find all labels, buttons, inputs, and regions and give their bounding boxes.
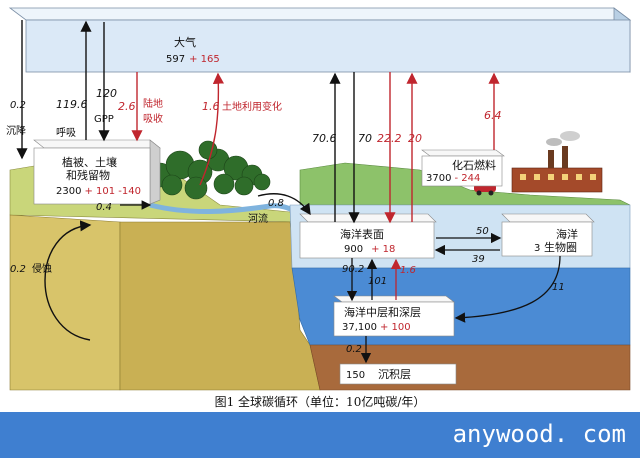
land-sink-value: 2.6 [118, 100, 136, 113]
ocean-uptake-in-value: 22.2 [377, 132, 402, 145]
weathering-arrow [44, 220, 92, 341]
deep-ocean-stock: 37,100+ 100 [342, 322, 411, 333]
upwelling-value: 101 [368, 276, 387, 287]
biota-sink-value: 11 [552, 282, 565, 293]
ocean-in-value: 70 [358, 132, 372, 145]
land-cross-section [119, 221, 321, 391]
ocean-surface-stock: 900+ 18 [344, 244, 395, 255]
marine-biota-box [501, 213, 595, 257]
deep-ocean-label: 海洋中层和深层 [344, 305, 421, 319]
fossil-label: 化石燃料 [452, 158, 496, 172]
vegetation-icon [147, 140, 271, 200]
watermark-bar: anywood. com [0, 412, 640, 458]
biota-sink-arrow [454, 255, 561, 323]
weathering-value: 0.2 [10, 264, 26, 275]
atmosphere-label: 大气 [174, 35, 196, 49]
sediment-box [339, 363, 457, 385]
ocean-out-value: 70.6 [312, 132, 337, 145]
sedimentation-value: 0.2 [346, 344, 362, 355]
land-label-line2: 和残留物 [66, 168, 110, 182]
gpp-label: GPP [94, 114, 114, 125]
weathering-label: 侵蚀 [32, 262, 52, 275]
respiration-value: 119.6 [56, 98, 88, 111]
ocean-surface-box [299, 213, 437, 259]
fossil-reservoir-box [421, 149, 505, 187]
deposition-label: 沉降 [6, 124, 26, 137]
sediment-stock: 150 [346, 370, 365, 381]
land-front-face [9, 214, 121, 391]
land-reservoir-box [33, 139, 161, 205]
land-sink-label-1: 陆地 [143, 97, 163, 110]
deep-change-value: 1.6 [400, 265, 416, 276]
downwelling-value: 90.2 [342, 264, 364, 275]
river-label: 河流 [248, 212, 268, 225]
deep-ocean-box [333, 295, 455, 337]
ocean-surface-label: 海洋表面 [340, 227, 384, 241]
land-use-arrow [199, 72, 225, 186]
marine-biota-label-line1: 海洋 [556, 227, 578, 241]
to-biota-value: 50 [476, 226, 489, 237]
deposition-value: 0.2 [10, 100, 26, 111]
land-label-line1: 植被、土壤 [62, 155, 117, 169]
river-value: 0.8 [268, 198, 284, 209]
figure-caption: 图1 全球碳循环（单位：10亿吨碳/年） [214, 395, 426, 409]
land-sink-label-2: 吸收 [143, 112, 163, 125]
marine-biota-stock: 3 [534, 243, 540, 254]
land-stock: 2300+ 101 -140 [56, 186, 141, 197]
from-biota-value: 39 [472, 254, 485, 265]
land-use-label: 土地利用变化 [222, 100, 282, 113]
fossil-stock: 3700- 244 [426, 173, 480, 184]
fossil-emission-value: 6.4 [484, 109, 502, 122]
respiration-label: 呼吸 [56, 127, 76, 139]
marine-biota-label-line2: 生物圈 [544, 240, 577, 254]
runoff-value: 0.4 [96, 202, 112, 213]
carbon-cycle-diagram: 大气 597+ 165 植被、土壤 和残留物 2300+ 101 -140 [6, 7, 632, 391]
ocean-uptake-out-value: 20 [408, 132, 422, 145]
river-arrow [257, 193, 311, 216]
atmosphere-stock: 597+ 165 [166, 54, 220, 65]
watermark-text: anywood. com [452, 420, 626, 448]
land-use-value: 1.6 [202, 100, 220, 113]
factory-icon [511, 131, 603, 193]
sediment-label: 沉积层 [378, 368, 411, 381]
atmosphere-slab [8, 7, 632, 73]
gpp-value: 120 [96, 87, 117, 100]
